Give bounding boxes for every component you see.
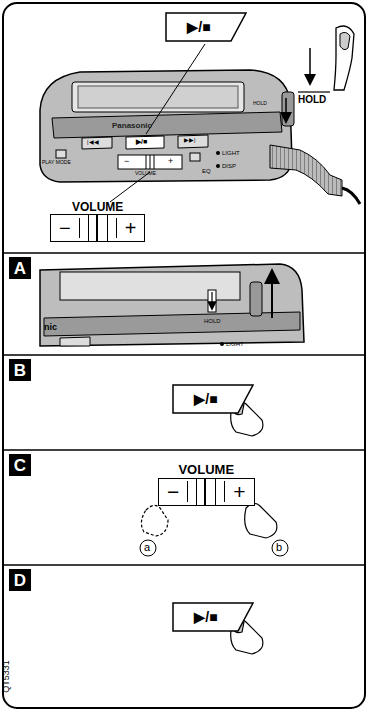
disp-label: DISP: [222, 163, 236, 169]
volume-button: VOLUME−+: [50, 200, 145, 242]
callout-letter: b: [276, 542, 282, 553]
hold-label: HOLD: [298, 95, 326, 105]
step-label: A: [14, 260, 26, 277]
rocker-ridges: [88, 215, 108, 241]
document-code: QT5331: [2, 660, 11, 693]
volume-plus: +: [224, 481, 253, 502]
remote-control: [40, 70, 360, 204]
play-stop-button: ▶/■: [172, 384, 254, 414]
hold-label: HOLD: [204, 318, 221, 324]
light-label: LIGHT: [226, 341, 244, 347]
step-letter: D: [9, 569, 31, 591]
step-letter: C: [9, 454, 31, 476]
play-stop-button: ▶/■: [172, 602, 254, 632]
volume-plus: +: [168, 157, 173, 166]
volume-rocker: −+: [158, 478, 255, 506]
brand-label: Panasonic: [112, 122, 152, 130]
volume-rocker: −+: [50, 214, 145, 242]
step-label: D: [14, 572, 26, 589]
button-label: ▶/■: [194, 392, 217, 406]
button-label: PLAY MODE: [42, 160, 71, 165]
rocker-ridges: [196, 479, 216, 505]
frame: [3, 3, 365, 708]
button-label: ▶/■: [136, 138, 147, 145]
panel-dividers: [3, 253, 365, 565]
hand-icons: [141, 401, 276, 654]
brand-label: nic: [44, 323, 57, 332]
hold-arrow: [298, 48, 330, 92]
step-label: B: [14, 362, 26, 379]
volume-minus: −: [124, 157, 129, 166]
button-label: ▶/■: [187, 20, 210, 34]
volume-label: VOLUME: [135, 171, 156, 176]
step-letter: B: [9, 359, 31, 381]
light-label: LIGHT: [222, 150, 240, 156]
play-stop-button: ▶/■: [165, 12, 247, 42]
volume-button: VOLUME−+: [158, 462, 255, 506]
skip-back-symbol: |◀◀: [87, 139, 99, 145]
finger-icon: [334, 26, 354, 90]
button-label: ▶/■: [194, 610, 217, 624]
volume-minus: −: [51, 218, 80, 238]
volume-minus: −: [159, 481, 188, 502]
eq-label: EQ: [202, 168, 211, 174]
callout-letter: a: [144, 542, 150, 553]
skip-forward-symbol: ▶▶|: [184, 137, 196, 143]
step-label: C: [14, 457, 26, 474]
volume-plus: +: [116, 218, 145, 238]
callout-circle: [272, 540, 288, 556]
hold-label: HOLD: [253, 101, 267, 106]
volume-heading: VOLUME: [50, 200, 145, 214]
step-letter: A: [9, 257, 31, 279]
callout-circle: [140, 540, 156, 556]
remote-partial: [40, 264, 304, 346]
volume-heading: VOLUME: [158, 462, 255, 478]
